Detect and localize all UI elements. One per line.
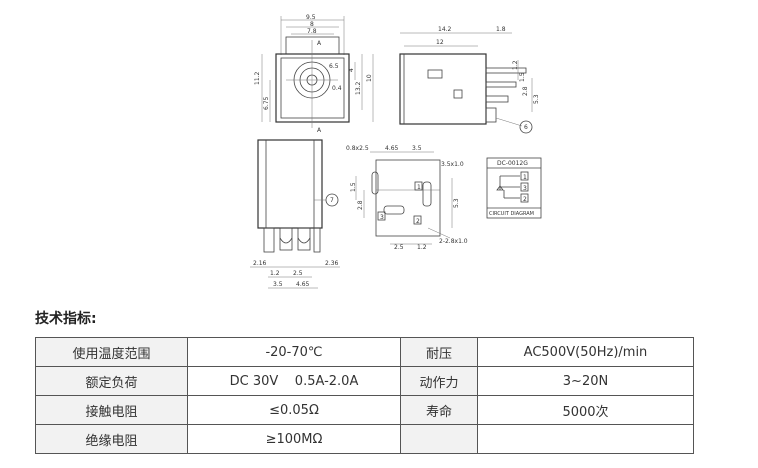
table-row: 接触电阻 ≤0.05Ω 寿命 5000次 [35, 395, 694, 425]
table-row: 额定负荷 DC 30V 0.5A-2.0A 动作力 3~20N [35, 366, 694, 396]
pcb-pin-3: 3 [380, 214, 384, 221]
circuit-caption: CIRCUIT DIAGRAM [489, 211, 534, 217]
spec-label [400, 424, 478, 454]
circuit-pin-2: 2 [523, 196, 527, 203]
section-mark-top: A [317, 40, 322, 47]
side-dim-top-2: 1.8 [496, 26, 506, 33]
section-title: 技术指标: [35, 311, 97, 327]
front-dim-top-3: 7.8 [307, 28, 317, 35]
pcb-dim-right-1: 5.3 [453, 198, 460, 208]
table-row: 使用温度范围 -20-70℃ 耐压 AC500V(50Hz)/min [35, 337, 694, 367]
spec-table: 使用温度范围 -20-70℃ 耐压 AC500V(50Hz)/min 额定负荷 … [35, 337, 694, 454]
front-dim-right-3: 10 [366, 74, 373, 82]
section-mark-bottom: A [317, 127, 322, 134]
side-dim-right-3: 2.8 [522, 86, 529, 96]
front-dim-left-2: 6.75 [263, 96, 270, 110]
bottom-dim-4: 2.5 [293, 270, 303, 277]
side-callout: 6 [524, 124, 528, 131]
pcb-layout: 0.8x2.5 4.65 3.5 3.5x1.0 1 3 2 1.5 2.8 5… [346, 145, 468, 251]
spec-label: 绝缘电阻 [35, 424, 188, 454]
side-dim-top-1: 14.2 [438, 26, 452, 33]
bottom-view: 7 2.16 2.36 1.2 2.5 3.5 4.65 [250, 139, 340, 289]
front-dim-right-5: 0.4 [332, 85, 342, 92]
pcb-dim-bottom-3: 2-2.8x1.0 [439, 238, 468, 245]
circuit-title: DC-0012G [497, 160, 528, 167]
side-dim-right-2: 1.5 [519, 72, 526, 82]
pcb-dim-left-1: 1.5 [350, 182, 357, 192]
front-view: 9.5 8 7.8 A A 11.2 6.75 4 13.2 10 6.5 0.… [254, 14, 374, 134]
technical-drawing: 9.5 8 7.8 A A 11.2 6.75 4 13.2 10 6.5 0.… [250, 14, 542, 289]
side-view: 14.2 1.8 12 1.2 1.5 2.8 5.3 6 [399, 26, 540, 134]
bottom-dim-2: 2.36 [325, 260, 339, 267]
spec-value [477, 424, 694, 454]
spec-value: DC 30V 0.5A-2.0A [187, 366, 401, 396]
pcb-dim-top-2: 4.65 [385, 145, 399, 152]
circuit-pin-3: 3 [523, 185, 527, 192]
bottom-dim-6: 4.65 [296, 281, 310, 288]
pcb-pin-1: 1 [417, 184, 421, 191]
spec-label: 使用温度范围 [35, 337, 188, 367]
spec-label: 动作力 [400, 366, 478, 396]
spec-label: 接触电阻 [35, 395, 188, 425]
spec-value: ≤0.05Ω [187, 395, 401, 425]
bottom-dim-1: 2.16 [253, 260, 267, 267]
front-dim-top-1: 9.5 [306, 14, 316, 21]
bottom-callout: 7 [330, 197, 334, 204]
front-dim-left-1: 11.2 [254, 71, 261, 85]
side-dim-top-3: 12 [436, 39, 444, 46]
pcb-pin-2: 2 [416, 218, 420, 225]
pcb-dim-bottom-1: 2.5 [394, 244, 404, 251]
spec-value: ≥100MΩ [187, 424, 401, 454]
spec-label: 额定负荷 [35, 366, 188, 396]
side-dim-right-1: 1.2 [512, 60, 519, 70]
front-dim-right-2: 13.2 [355, 81, 362, 95]
table-row: 绝缘电阻 ≥100MΩ [35, 424, 694, 454]
pcb-dim-top-3: 3.5 [412, 145, 422, 152]
spec-value: AC500V(50Hz)/min [477, 337, 694, 367]
spec-value: -20-70℃ [187, 337, 401, 367]
front-dim-top-2: 8 [310, 21, 314, 28]
spec-label: 耐压 [400, 337, 478, 367]
spec-label: 寿命 [400, 395, 478, 425]
spec-value: 3~20N [477, 366, 694, 396]
circuit-pin-1: 1 [523, 174, 527, 181]
circuit-diagram: DC-0012G CIRCUIT DIAGRAM 1 3 2 [486, 157, 542, 219]
side-dim-right-4: 5.3 [533, 94, 540, 104]
pcb-dim-top-4: 3.5x1.0 [441, 161, 464, 168]
front-dim-right-4: 6.5 [329, 63, 339, 70]
bottom-dim-5: 3.5 [273, 281, 283, 288]
callout-circle-6 [519, 120, 533, 134]
pcb-dim-top-1: 0.8x2.5 [346, 145, 369, 152]
callout-circle-7 [325, 193, 339, 207]
spec-value: 5000次 [477, 395, 694, 425]
front-dim-right-1: 4 [348, 68, 355, 72]
pcb-dim-bottom-2: 1.2 [417, 244, 427, 251]
bottom-dim-3: 1.2 [270, 270, 280, 277]
pcb-dim-left-2: 2.8 [357, 200, 364, 210]
